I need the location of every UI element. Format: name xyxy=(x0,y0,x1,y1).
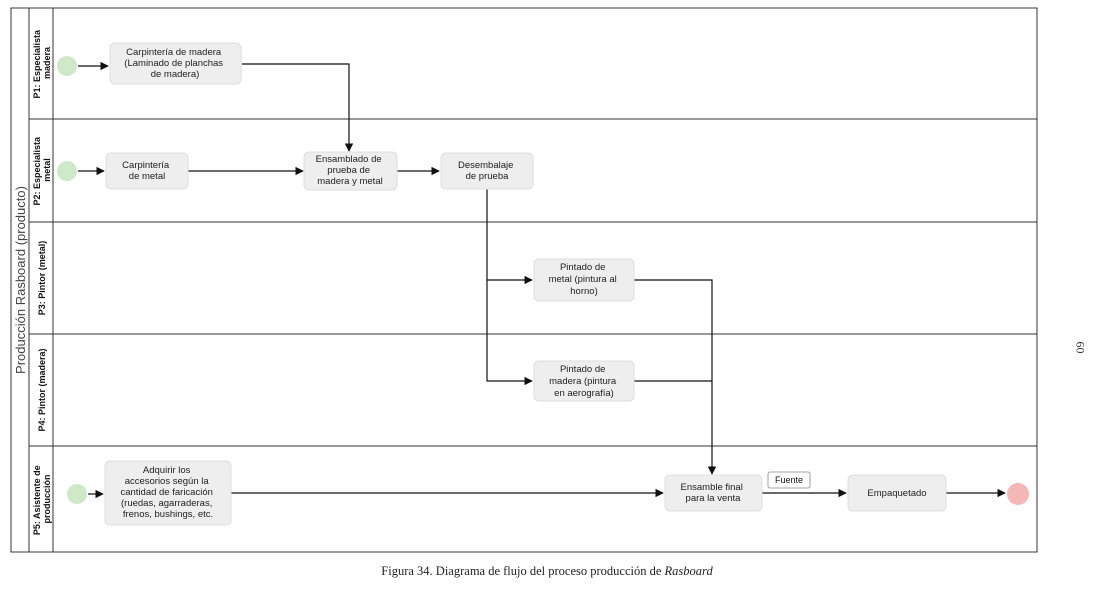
task-carpinteria-madera: Carpintería de madera (Laminado de planc… xyxy=(109,42,242,85)
process-flow-diagram: Producción Rasboard (producto) P1: Espec… xyxy=(10,7,1038,553)
fuente-annotation: Fuente xyxy=(767,471,811,489)
task-empaquetado: Empaquetado xyxy=(847,474,947,512)
end-event xyxy=(1007,483,1029,505)
lane-label-p3: P3: Pintor (metal) xyxy=(37,241,47,316)
pool-frame xyxy=(10,7,1038,553)
svg-text:Ensamble final para la v: Ensamble final para la venta xyxy=(681,482,746,504)
start-event-p5 xyxy=(67,484,87,504)
svg-text:Carpintería de metal: Carpintería de metal xyxy=(122,160,172,182)
task-pintado-madera: Pintado de madera (pintura en aerografía… xyxy=(533,360,635,402)
svg-text:Pintado de madera (pintu: Pintado de madera (pintura en aerografía… xyxy=(549,364,619,399)
start-event-p2 xyxy=(57,161,77,181)
flow-pintado-metal-to-ensamble xyxy=(634,279,717,475)
svg-text:Ensamblado de prueba de: Ensamblado de prueba de madera y metal xyxy=(316,154,385,187)
lane-label-p4: P4: Pintor (madera) xyxy=(37,348,47,431)
figure-caption: Figura 34. Diagrama de flujo del proceso… xyxy=(0,564,1094,579)
svg-text:Desembalaje de prueba: Desembalaje de prueba xyxy=(458,160,516,182)
svg-text:Fuente: Fuente xyxy=(775,475,803,485)
task-carpinteria-metal: Carpintería de metal xyxy=(105,152,189,190)
caption-prefix: Figura 34. Diagrama de flujo del proceso… xyxy=(381,564,665,578)
caption-italic: Rasboard xyxy=(664,564,713,578)
task-desembalaje: Desembalaje de prueba xyxy=(440,152,534,190)
task-pintado-metal: Pintado de metal (pintura al horno) xyxy=(533,258,635,302)
svg-text:Carpintería de madera (L: Carpintería de madera (Laminado de planc… xyxy=(124,47,225,80)
task-ensamble-final: Ensamble final para la venta xyxy=(664,474,763,512)
task-ensamblado-prueba: Ensamblado de prueba de madera y metal xyxy=(303,151,398,191)
start-event-p1 xyxy=(57,56,77,76)
page-number: 60 xyxy=(1073,341,1088,354)
lane-label-p2: P2: Especialista metal xyxy=(32,134,52,205)
svg-text:Pintado de metal (pintur: Pintado de metal (pintura al horno) xyxy=(549,262,620,297)
lane-label-p5: P5: Asistente de producción xyxy=(32,463,52,535)
svg-text:Empaquetado: Empaquetado xyxy=(867,488,926,499)
svg-text:Adquirir los accesorios: Adquirir los accesorios según la cantida… xyxy=(120,465,215,520)
flow-carpinteria-madera-to-ensamblado xyxy=(242,63,354,152)
flow-desembalaje-to-pintado-metal xyxy=(486,189,533,285)
flow-desembalaje-to-pintado-madera xyxy=(486,280,533,386)
pool-title: Producción Rasboard (producto) xyxy=(13,186,28,374)
task-adquirir-accesorios: Adquirir los accesorios según la cantida… xyxy=(104,460,232,526)
lane-label-p1: P1: Especialista madera xyxy=(32,27,52,98)
